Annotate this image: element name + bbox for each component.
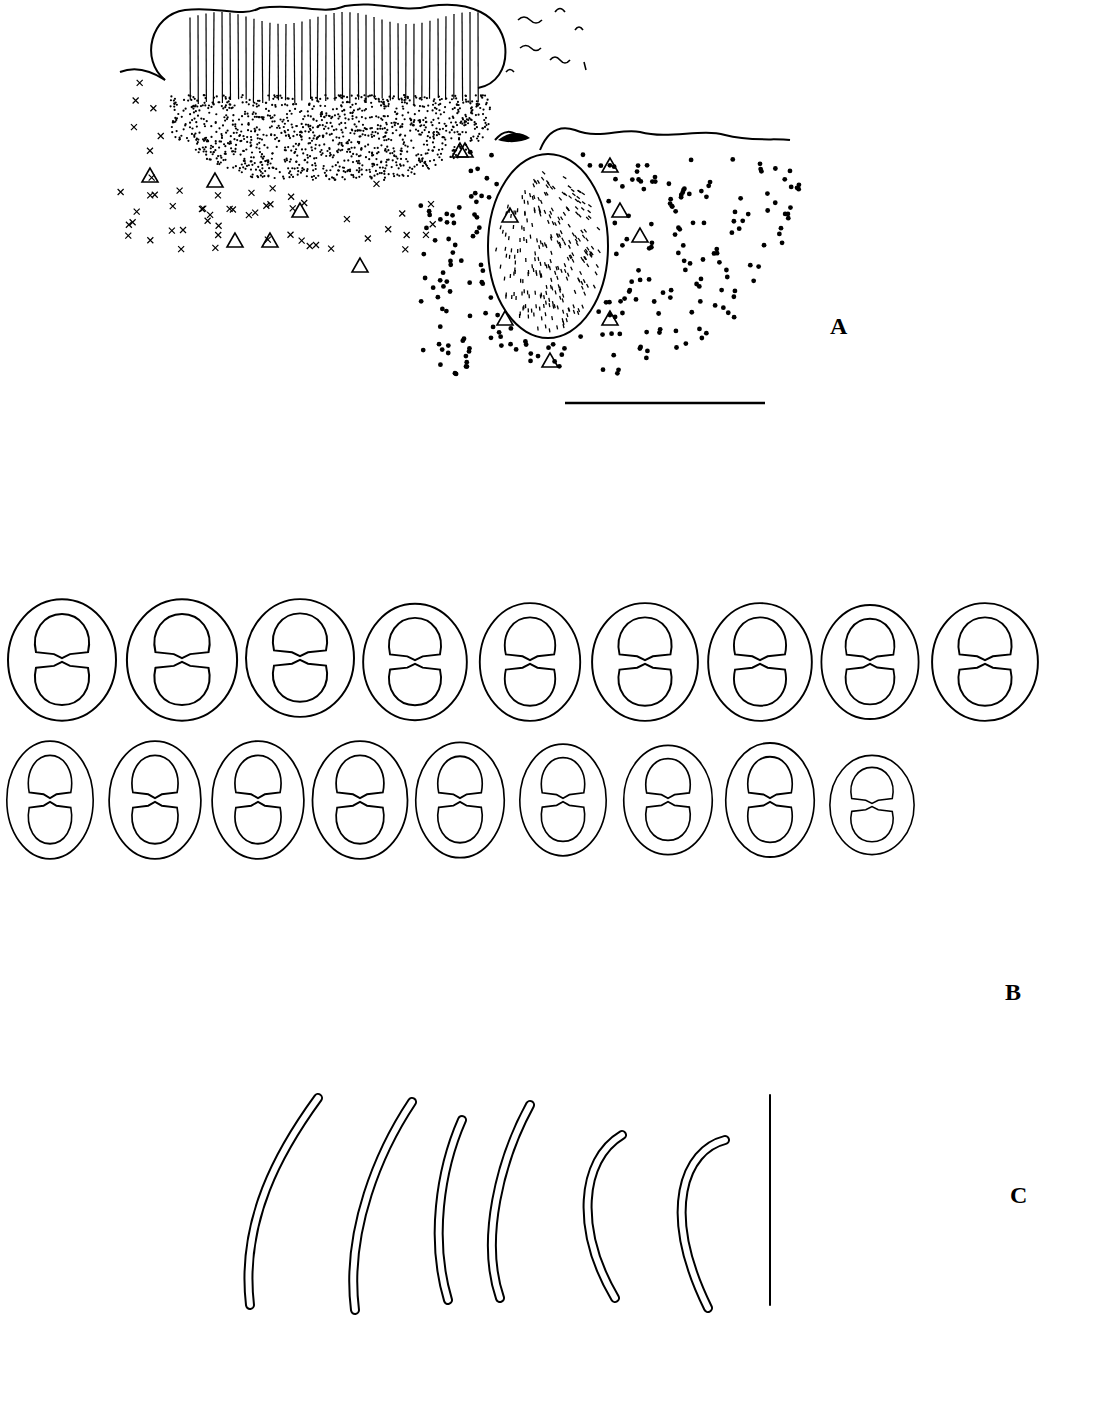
section-drawing [118,4,802,403]
part-letter: A [830,314,847,338]
part-letter: B [1005,980,1021,1004]
spore-drawings [7,599,1038,859]
part-letter: C [1010,1183,1027,1207]
conidia-drawings [248,1095,770,1310]
